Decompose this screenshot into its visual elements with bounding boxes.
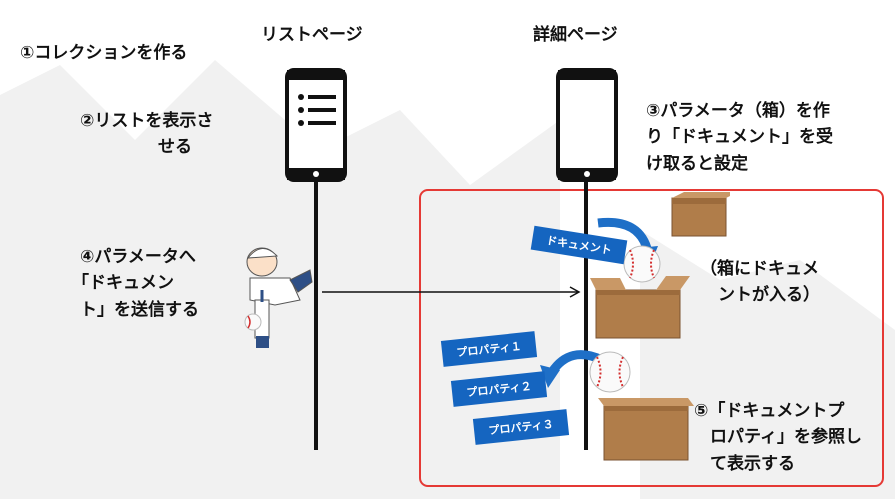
detail-page-header: 詳細ページ (533, 25, 618, 45)
step-3-line-2: り「ドキュメント」を受 (646, 127, 833, 148)
send-arrow (322, 286, 581, 298)
baseball-pitcher-icon (244, 247, 313, 348)
step-3-label: ③パラメータ（箱）を作 り「ドキュメント」を受 け取ると設定 (646, 98, 833, 177)
box-note-line-1: （箱にドキュメ (700, 259, 819, 279)
step-5-line-2: ロパティ」を参照し (710, 427, 862, 448)
step-5-line-3: て表示する (710, 453, 795, 474)
list-page-header: リストページ (261, 25, 363, 45)
step-3-line-3: け取ると設定 (646, 153, 748, 174)
step-2-line-1: ②リストを表示さ (80, 111, 214, 131)
step-4-label: ④パラメータへ 「ドキュメン ト」を送信する (72, 244, 199, 323)
cardboard-box-icon (590, 276, 690, 339)
step-2-label: ②リストを表示さ せる (80, 108, 213, 161)
box-note-label: （箱にドキュメ ントが入る） (700, 256, 820, 309)
step-1-label: ①コレクションを作る (20, 43, 188, 63)
baseball-icon (623, 245, 661, 283)
detail-phone-icon (556, 68, 618, 182)
step-2-line-2: せる (158, 137, 192, 158)
step-4-line-2: 「ドキュメン (72, 273, 174, 294)
step-5-line-1: ⑤「ドキュメントプ (694, 401, 845, 421)
detail-highlight-frame (419, 189, 884, 487)
baseball-icon (589, 351, 631, 393)
step-3-line-1: ③パラメータ（箱）を作 (646, 101, 830, 121)
cardboard-box-icon (598, 398, 694, 461)
list-phone-icon (285, 68, 347, 182)
cardboard-box-icon (671, 192, 730, 237)
step-4-line-1: ④パラメータへ (80, 247, 196, 267)
step-5-label: ⑤「ドキュメントプ ロパティ」を参照し て表示する (694, 398, 862, 477)
box-note-line-2: ントが入る） (718, 285, 820, 306)
step-4-line-3: ト」を送信する (80, 299, 199, 320)
